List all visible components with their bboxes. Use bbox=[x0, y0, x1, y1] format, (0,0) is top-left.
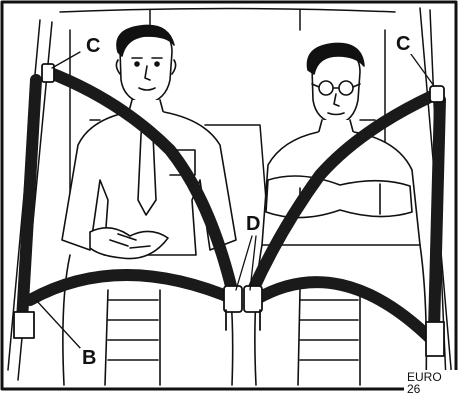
label-c-right: C bbox=[394, 34, 412, 54]
label-b: B bbox=[80, 348, 98, 368]
leader-c-left bbox=[52, 52, 80, 68]
right-pillar-webbing bbox=[434, 100, 440, 330]
right-lap-belt bbox=[255, 282, 432, 340]
figure-reference: EURO 26 bbox=[404, 370, 458, 396]
left-lower-anchor bbox=[14, 312, 34, 338]
label-d: D bbox=[244, 214, 262, 234]
left-pillar-webbing bbox=[22, 80, 36, 320]
left-buckle bbox=[224, 286, 242, 312]
left-lap-belt bbox=[30, 275, 236, 300]
leader-c-right bbox=[408, 50, 434, 86]
left-upper-anchor bbox=[42, 64, 54, 82]
right-buckle bbox=[244, 286, 262, 312]
leader-b bbox=[36, 300, 82, 350]
right-lower-anchor bbox=[426, 322, 444, 356]
right-upper-anchor bbox=[430, 86, 444, 102]
label-c-left: C bbox=[84, 36, 102, 56]
right-occupant bbox=[255, 43, 427, 385]
